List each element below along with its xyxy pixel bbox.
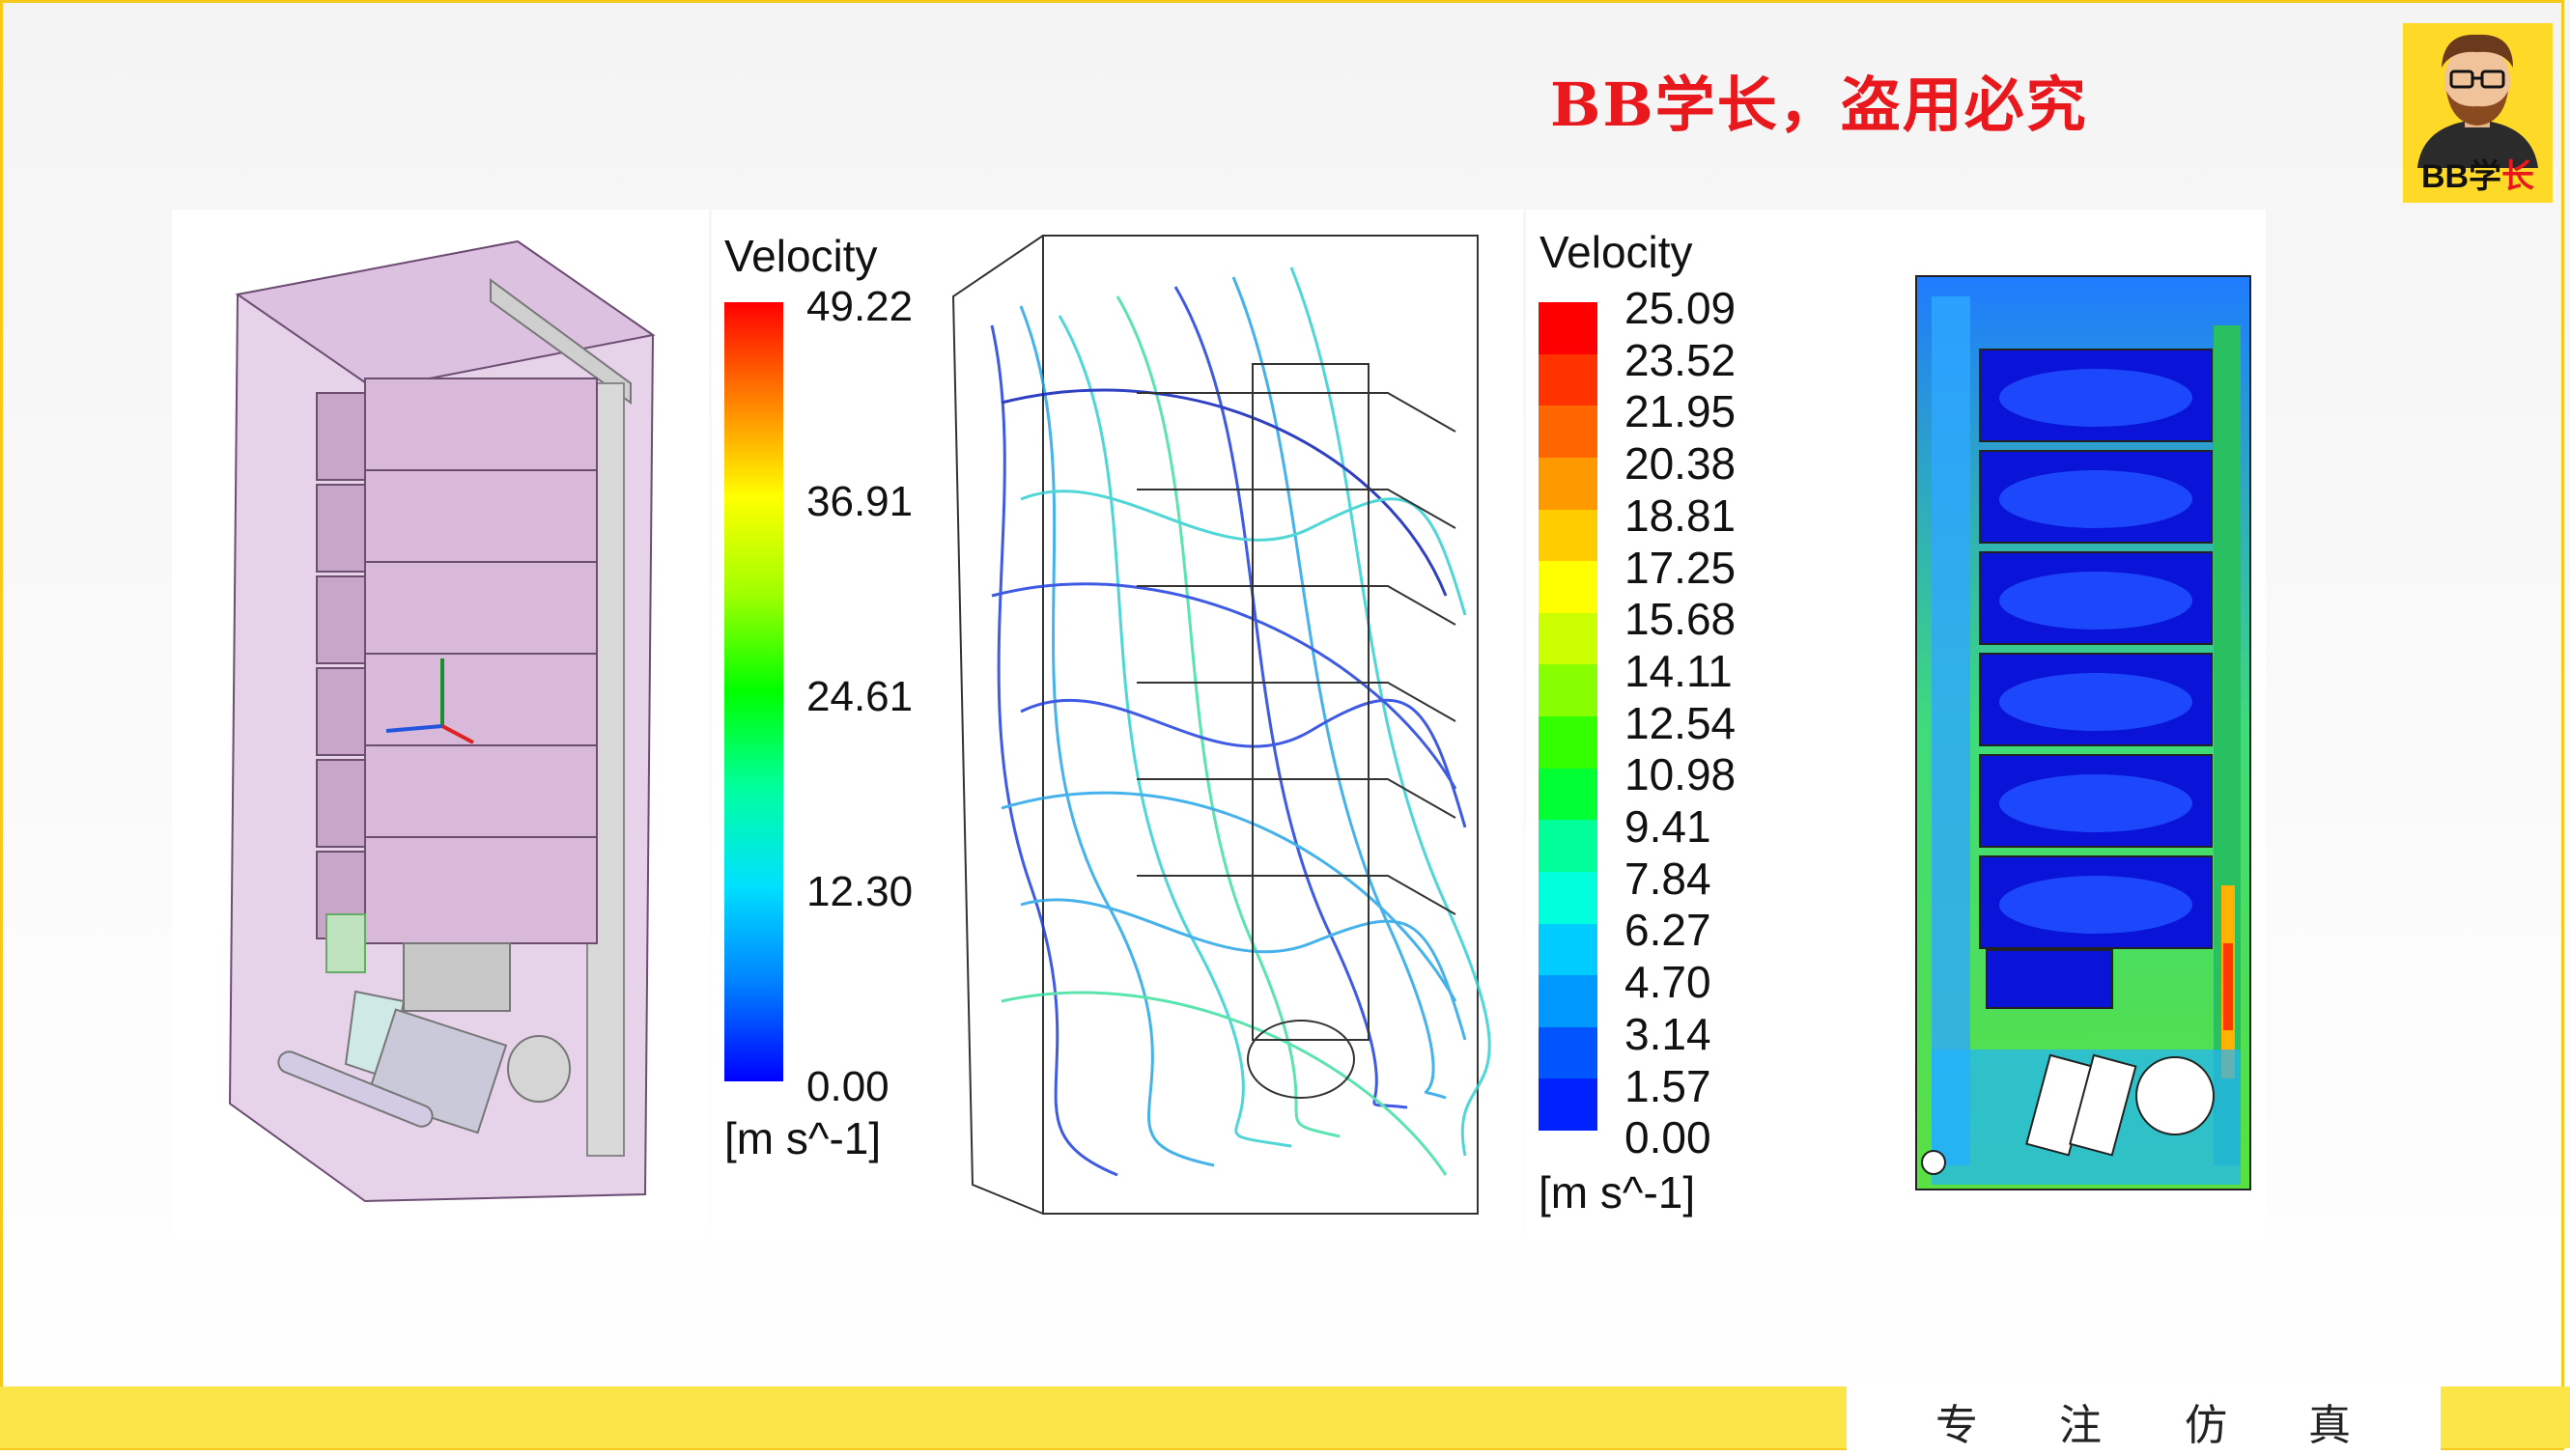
legend2-tick: 18.81 [1624, 490, 1737, 541]
legend2-tick: 17.25 [1624, 542, 1737, 593]
legend1-unit: [m s^-1] [724, 1113, 882, 1163]
colorbar-step [1539, 975, 1597, 1027]
colorbar-step [1539, 561, 1597, 613]
footer-char: 专 [1935, 1402, 1978, 1449]
legend2-unit: [m s^-1] [1539, 1167, 1696, 1218]
colorbar-step [1539, 302, 1597, 354]
legend2-tick: 1.57 [1624, 1060, 1711, 1111]
legend1-colorbar [724, 302, 783, 1081]
colorbar-step [1539, 1026, 1597, 1079]
legend1-tick: 49.22 [806, 283, 914, 330]
streamline-panel [712, 210, 1523, 1246]
watermark-text: BB学长，盗用必究 [1550, 70, 2088, 140]
legend1-tick: 0.00 [806, 1063, 890, 1110]
streamline-image [951, 235, 1491, 1215]
legend1-tick: 12.30 [806, 868, 914, 915]
legend1-title: Velocity [724, 231, 878, 281]
legend2-tick: 21.95 [1624, 386, 1737, 437]
colorbar-step [1539, 406, 1597, 458]
legend2-tick: 23.52 [1624, 334, 1737, 385]
footer-char: 真 [2308, 1402, 2351, 1449]
legend2-tick: 25.09 [1624, 283, 1737, 333]
velocity-contour-image [1915, 275, 2251, 1190]
legend1-tick: 24.61 [806, 673, 914, 720]
colorbar-step [1539, 457, 1597, 510]
legend2-title: Velocity [1539, 227, 1693, 277]
legend2-tick: 10.98 [1624, 749, 1737, 800]
legend2-tick: 0.00 [1624, 1112, 1711, 1163]
colorbar-step [1539, 923, 1597, 976]
legend1-tick: 36.91 [806, 478, 914, 525]
legend2-tick: 4.70 [1624, 957, 1711, 1008]
legend2-tick: 7.84 [1624, 853, 1711, 904]
colorbar-step [1539, 871, 1597, 924]
avatar-icon [2417, 34, 2538, 168]
cabinet-geometry-image [228, 239, 656, 1203]
logo-text: BB学长 [2420, 158, 2535, 195]
legend2-tick: 9.41 [1624, 801, 1711, 852]
legend2-tick: 15.68 [1624, 594, 1737, 645]
legend2-tick: 20.38 [1624, 438, 1737, 490]
contour-panel [1526, 210, 2266, 1246]
colorbar-step [1539, 820, 1597, 872]
colorbar-step [1539, 612, 1597, 665]
legend2-colorbar [1539, 302, 1597, 1131]
colorbar-step [1539, 353, 1597, 406]
legend2-tick: 6.27 [1624, 905, 1711, 956]
legend2-tick: 12.54 [1624, 697, 1737, 748]
colorbar-step [1539, 716, 1597, 769]
legend2-tick: 14.11 [1624, 645, 1733, 696]
brand-logo: BB学长 [2403, 23, 2553, 203]
legend2-tick: 3.14 [1624, 1008, 1711, 1059]
footer-char: 仿 [2185, 1402, 2227, 1449]
colorbar-step [1539, 768, 1597, 821]
footer-char: 注 [2059, 1402, 2102, 1449]
footer-slogan: 专 注 仿 真 [1847, 1383, 2441, 1450]
colorbar-step [1539, 1078, 1597, 1131]
colorbar-step [1539, 664, 1597, 716]
colorbar-step [1539, 509, 1597, 562]
geometry-panel [172, 210, 709, 1246]
